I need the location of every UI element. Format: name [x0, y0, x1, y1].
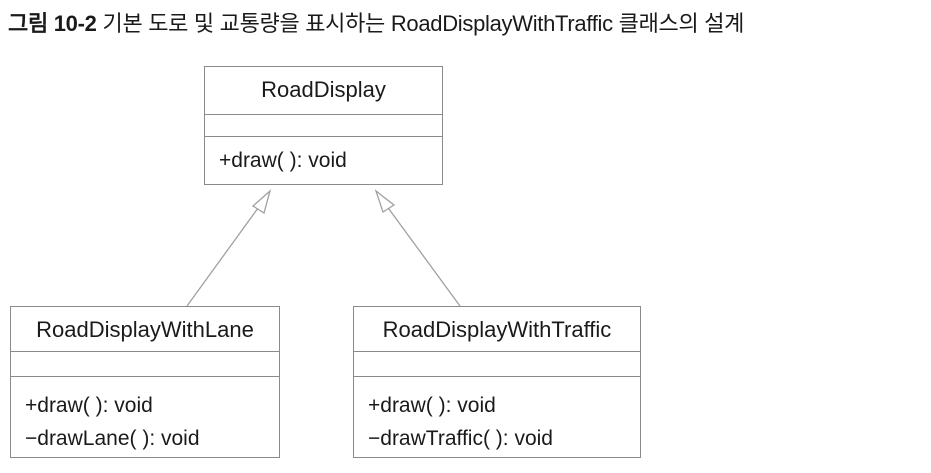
operation: +draw( ): void — [368, 394, 496, 417]
arrowhead-left — [251, 189, 272, 215]
class-attributes — [11, 352, 279, 377]
class-name: RoadDisplayWithTraffic — [354, 307, 640, 352]
figure-title: 기본 도로 및 교통량을 표시하는 RoadDisplayWithTraffic… — [102, 11, 745, 36]
arrow-right-child-to-parent — [385, 204, 461, 307]
class-operations: +draw( ): void — [205, 137, 442, 175]
class-box-roaddisplaywithlane: RoadDisplayWithLane +draw( ): void −draw… — [10, 306, 280, 458]
operation: +draw( ): void — [25, 394, 153, 417]
operation: −drawTraffic( ): void — [368, 427, 553, 450]
class-attributes — [354, 352, 640, 377]
class-name: RoadDisplay — [205, 67, 442, 115]
class-operations: +draw( ): void −drawLane( ): void — [11, 377, 279, 455]
arrowhead-right — [374, 189, 396, 213]
class-name: RoadDisplayWithLane — [11, 307, 279, 352]
operation: −drawLane( ): void — [25, 427, 200, 450]
class-attributes — [205, 115, 442, 137]
operation: +draw( ): void — [219, 149, 347, 172]
class-operations: +draw( ): void −drawTraffic( ): void — [354, 377, 640, 455]
class-box-roaddisplaywithtraffic: RoadDisplayWithTraffic +draw( ): void −d… — [353, 306, 641, 458]
class-box-roaddisplay: RoadDisplay +draw( ): void — [204, 66, 443, 185]
figure-number: 그림 10-2 — [8, 11, 97, 36]
arrow-left-child-to-parent — [186, 203, 262, 307]
